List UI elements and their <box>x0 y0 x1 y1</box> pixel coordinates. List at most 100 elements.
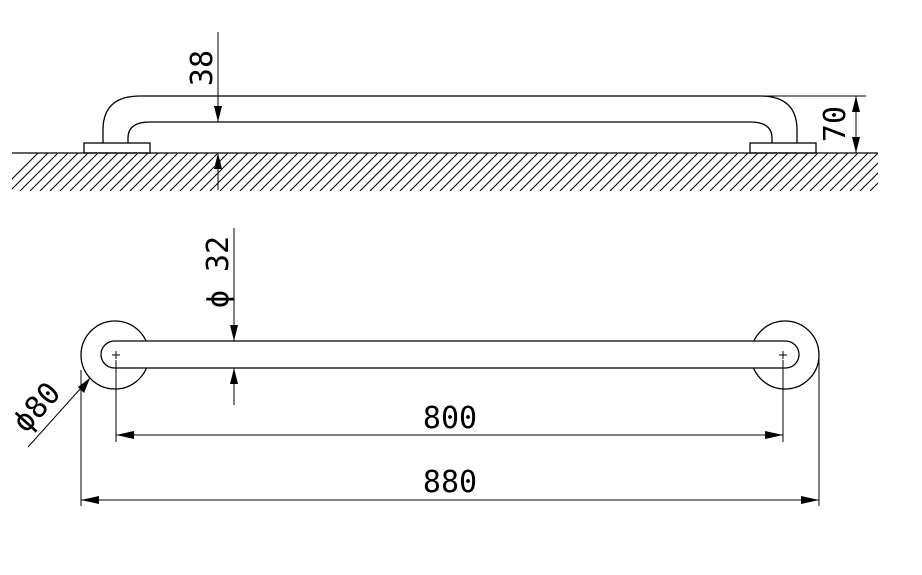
hatch-line <box>12 153 39 180</box>
hatch-line <box>249 153 289 191</box>
hatch-line <box>129 153 169 191</box>
right-screw-mark <box>779 351 787 359</box>
hatch-line <box>379 153 419 191</box>
hatch-line <box>629 153 669 191</box>
hatch-line <box>349 153 389 191</box>
left-screw-mark <box>112 351 120 359</box>
bar-tube <box>100 340 800 369</box>
hatch-line <box>109 153 149 191</box>
hatch-line <box>549 153 589 191</box>
hatch-line <box>369 153 409 191</box>
hatch-line <box>279 153 319 191</box>
hatch-line <box>19 153 59 191</box>
hatch-line <box>179 153 219 191</box>
dimension-38: 38 <box>185 32 222 190</box>
hatch-line <box>119 153 159 191</box>
dimension-diameter-80: ϕ80 <box>6 376 91 448</box>
hatch-line <box>599 153 639 191</box>
hatch-line <box>209 153 249 191</box>
hatch-line <box>39 153 79 191</box>
hatch-line <box>399 153 439 191</box>
dimension-70: 70 <box>760 95 866 154</box>
hatch-line <box>269 153 309 191</box>
hatch-line <box>409 153 449 191</box>
hatch-line <box>359 153 399 191</box>
hatch-line <box>719 153 759 191</box>
hatch-line <box>149 153 189 191</box>
dimension-800: 800 <box>116 401 783 439</box>
hatch-line <box>89 153 129 191</box>
hatch-line <box>29 153 69 191</box>
hatch-line <box>649 153 689 191</box>
hatch-line <box>900 153 922 191</box>
hatch-line <box>329 153 369 191</box>
hatch-line <box>139 153 179 191</box>
hatch-line <box>679 153 719 191</box>
hatch-line <box>189 153 229 191</box>
hatch-line <box>479 153 519 191</box>
hatch-line <box>749 153 789 191</box>
hatch-line <box>619 153 659 191</box>
hatch-line <box>589 153 629 191</box>
hatch-line <box>539 153 579 191</box>
hatch-line <box>809 153 849 191</box>
hatch-line <box>449 153 489 191</box>
dimension-diameter-80-label: ϕ80 <box>6 376 68 440</box>
right-base-flange <box>749 142 817 154</box>
dimension-880: 880 <box>81 465 819 504</box>
hatch-line <box>509 153 549 191</box>
left-base-flange <box>83 142 151 154</box>
hatch-line <box>239 153 279 191</box>
hatch-line <box>439 153 479 191</box>
hatch-line <box>289 153 329 191</box>
hatch-line <box>880 153 918 191</box>
hatch-line <box>59 153 99 191</box>
hatch-line <box>429 153 469 191</box>
dimension-70-label: 70 <box>818 106 853 142</box>
hatch-line <box>759 153 799 191</box>
hatch-line <box>259 153 299 191</box>
floor-hatching <box>12 153 922 191</box>
hatch-line <box>219 153 259 191</box>
bar-inner-contour <box>127 121 773 143</box>
hatch-line <box>559 153 599 191</box>
hatch-line <box>199 153 239 191</box>
hatch-line <box>309 153 349 191</box>
hatch-line <box>569 153 609 191</box>
hatch-line <box>659 153 699 191</box>
hatch-line <box>499 153 539 191</box>
hatch-line <box>890 153 922 191</box>
hatch-line <box>779 153 819 191</box>
hatch-line <box>99 153 139 191</box>
hatch-line <box>869 182 878 191</box>
hatch-line <box>419 153 459 191</box>
hatch-line <box>389 153 429 191</box>
hatch-line <box>339 153 379 191</box>
hatch-line <box>169 153 209 191</box>
hatch-line <box>79 153 119 191</box>
hatch-line <box>469 153 509 191</box>
hatch-line <box>579 153 619 191</box>
hatch-line <box>849 162 878 191</box>
hatch-line <box>319 153 359 191</box>
hatch-line <box>689 153 729 191</box>
dimension-800-label: 800 <box>423 401 477 436</box>
hatch-line <box>729 153 769 191</box>
hatch-line <box>829 153 869 191</box>
top-view: ϕ 32 ϕ80 800 880 <box>6 228 820 506</box>
dimension-38-label: 38 <box>185 50 220 86</box>
hatch-line <box>739 153 779 191</box>
hatch-line <box>609 153 649 191</box>
hatch-line <box>229 153 269 191</box>
hatch-line <box>49 153 89 191</box>
hatch-line <box>159 153 199 191</box>
hatch-line <box>299 153 339 191</box>
hatch-line <box>839 153 878 191</box>
hatch-line <box>709 153 749 191</box>
bar-outer-contour <box>102 95 798 143</box>
hatch-line <box>12 153 49 190</box>
hatch-line <box>639 153 679 191</box>
hatch-line <box>69 153 109 191</box>
hatch-line <box>819 153 859 191</box>
